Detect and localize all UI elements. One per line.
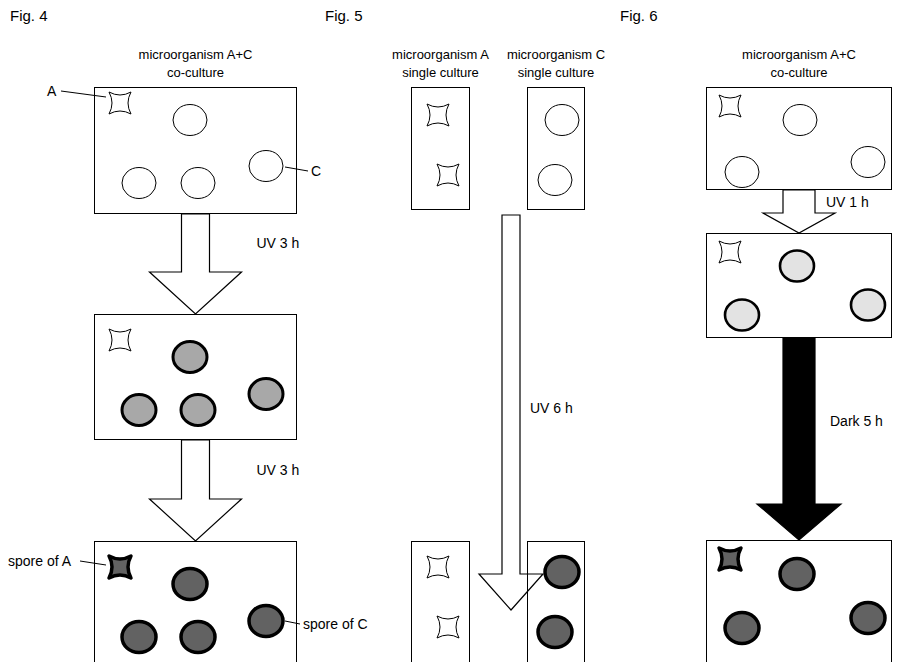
callout-label: A	[47, 83, 56, 99]
cell-c	[249, 379, 283, 410]
culture-panel	[527, 541, 585, 662]
cell-c	[725, 300, 759, 331]
callout-label: C	[311, 163, 321, 179]
cell-c	[249, 606, 283, 637]
block-arrow	[150, 214, 242, 314]
treatment-label: UV 3 h	[256, 462, 301, 478]
culture-panel	[94, 314, 297, 440]
culture-panel	[706, 233, 892, 338]
cell-a	[437, 164, 459, 186]
culture-panel: microorganism A+C co-culture	[94, 87, 297, 214]
leader-line	[285, 621, 300, 624]
treatment-label: UV 3 h	[256, 235, 301, 251]
cell-c	[780, 559, 814, 590]
cell-c	[545, 557, 579, 588]
culture-panel	[94, 541, 297, 662]
callout-label: spore of A	[8, 553, 71, 569]
cell-c	[783, 105, 817, 136]
block-arrow	[150, 440, 242, 541]
culture-panel: microorganism A+C co-culture	[706, 87, 892, 190]
panel-heading: microorganism A+C co-culture	[131, 46, 261, 82]
cell-c	[851, 603, 885, 634]
cell-c	[173, 342, 207, 373]
cell-c	[249, 151, 283, 182]
figure-number: Fig. 5	[325, 8, 363, 24]
block-arrow	[757, 338, 841, 540]
culture-panel	[411, 541, 470, 662]
leader-line	[61, 91, 106, 97]
cell-c	[538, 617, 572, 648]
figure-number: Fig. 6	[620, 8, 658, 24]
cell-c	[780, 251, 814, 282]
panel-heading: microorganism A+C co-culture	[734, 46, 864, 82]
cell-a	[109, 92, 131, 114]
culture-panel	[706, 540, 892, 662]
cell-a	[719, 241, 741, 263]
cell-a	[719, 95, 741, 117]
cell-a	[109, 556, 131, 578]
cell-c	[122, 168, 156, 199]
cell-a	[109, 329, 131, 351]
cell-c	[725, 157, 759, 188]
cell-c	[181, 622, 215, 653]
figure-number: Fig. 4	[10, 8, 48, 24]
culture-panel: microorganism C single culture	[527, 87, 585, 210]
cell-c	[181, 168, 215, 199]
callout-label: spore of C	[303, 616, 368, 632]
cell-c	[725, 613, 759, 644]
cell-c	[122, 395, 156, 426]
cell-c	[173, 569, 207, 600]
panel-heading: microorganism C single culture	[501, 46, 611, 82]
cell-c	[538, 165, 572, 196]
treatment-label: UV 6 h	[530, 400, 573, 416]
treatment-label: Dark 5 h	[829, 413, 884, 429]
cell-c	[545, 105, 579, 136]
leader-line	[80, 561, 106, 565]
cell-a	[719, 548, 741, 570]
cell-a	[427, 104, 449, 126]
cell-c	[851, 147, 885, 178]
panel-heading: microorganism A single culture	[386, 46, 496, 82]
cell-c	[181, 395, 215, 426]
culture-panel: microorganism A single culture	[411, 87, 470, 210]
cell-c	[122, 622, 156, 653]
cell-a	[437, 616, 459, 638]
cell-c	[173, 105, 207, 136]
treatment-label: UV 1 h	[825, 194, 870, 210]
cell-a	[427, 556, 449, 578]
cell-c	[851, 290, 885, 321]
